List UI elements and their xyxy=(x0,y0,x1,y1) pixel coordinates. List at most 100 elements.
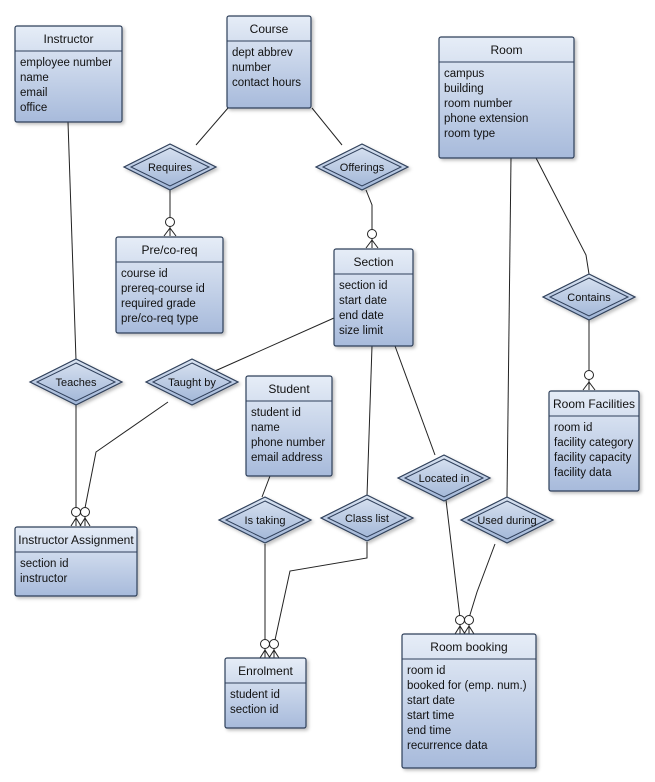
entity-attribute: building xyxy=(444,83,484,95)
entity-attribute: prereq-course id xyxy=(121,283,205,295)
relationship-inner-diamond xyxy=(326,498,408,538)
entity-attribute: dept abbrev xyxy=(232,47,293,59)
relationship-label: Teaches xyxy=(56,377,97,389)
entity-box xyxy=(226,15,312,109)
entity-box xyxy=(14,526,138,597)
entity-title: Student xyxy=(268,382,310,396)
entity-attribute: employee number xyxy=(20,57,112,69)
line-section-locatedin xyxy=(394,345,436,456)
line-course-offerings xyxy=(311,107,343,146)
relationship-label: Class list xyxy=(345,513,389,525)
relationship-label: Taught by xyxy=(168,377,216,389)
line-locatedin-roombooking xyxy=(445,499,461,619)
entity-attribute: section id xyxy=(230,704,279,716)
relationship-inner-diamond xyxy=(35,362,117,402)
entity-box xyxy=(115,236,224,334)
entity-attribute: email xyxy=(20,87,47,99)
line-student-istaking xyxy=(261,475,271,498)
entity-title: Course xyxy=(250,22,289,36)
entity-attribute: phone extension xyxy=(444,113,528,125)
crowfoot-instructor-assignment-taughtby xyxy=(79,507,91,527)
entities: Instructor employee number name email office… xyxy=(14,15,640,769)
relationship-contains[interactable]: Contains xyxy=(541,273,637,321)
entity-attribute: booked for (emp. num.) xyxy=(407,680,527,692)
entity-attribute: recurrence data xyxy=(407,740,488,752)
line-classlist-enrolment xyxy=(274,542,368,641)
line-section-taughtby xyxy=(214,317,335,372)
entity-attribute: room id xyxy=(407,665,445,677)
entity-attribute: campus xyxy=(444,68,485,80)
relationship-label: Requires xyxy=(148,162,193,174)
relationship-label: Contains xyxy=(567,292,611,304)
entity-attribute: email address xyxy=(251,452,323,464)
relationship-taught-by[interactable]: Taught by xyxy=(144,358,240,406)
line-room-contains xyxy=(534,155,590,275)
entity-attribute: section id xyxy=(339,280,388,292)
relationship-outer-diamond xyxy=(396,454,492,502)
entity-attribute: name xyxy=(20,72,49,84)
relationship-is-taking[interactable]: Is taking xyxy=(217,496,313,544)
relationship-requires[interactable]: Requires xyxy=(122,143,218,191)
relationship-teaches[interactable]: Teaches xyxy=(28,358,124,406)
relationship-outer-diamond xyxy=(459,496,555,544)
relationship-inner-diamond xyxy=(129,147,211,187)
line-room-usedduring xyxy=(506,157,512,498)
entity-attribute: start date xyxy=(339,295,387,307)
entity-room-booking[interactable]: Room booking room id booked for (emp. num.… xyxy=(401,633,537,769)
entity-attribute: number xyxy=(232,62,271,74)
entity-title: Instructor Assignment xyxy=(18,533,134,547)
entity-title: Instructor xyxy=(43,32,93,46)
line-offerings-section xyxy=(365,189,373,230)
line-course-requires xyxy=(195,107,229,146)
entity-attribute: pre/co-req type xyxy=(121,313,198,325)
relationship-located-in[interactable]: Located in xyxy=(396,454,492,502)
crowfoot-section xyxy=(365,229,379,249)
relationship-inner-diamond xyxy=(548,277,630,317)
relationship-label: Is taking xyxy=(245,515,286,527)
line-taughtby-instructor-assignment xyxy=(84,401,169,509)
relationship-inner-diamond xyxy=(466,500,548,540)
crowfoot-prereq xyxy=(163,217,177,237)
relationship-inner-diamond xyxy=(151,362,233,402)
relationship-class-list[interactable]: Class list xyxy=(319,494,415,542)
entity-attribute: office xyxy=(20,102,47,114)
relationship-inner-diamond xyxy=(224,500,306,540)
cardinality-markers xyxy=(70,217,596,659)
crowfoot-instructor-assignment-teaches xyxy=(70,507,82,527)
entity-attribute: size limit xyxy=(339,325,384,337)
entity-box xyxy=(401,633,537,769)
relationship-offerings[interactable]: Offerings xyxy=(314,143,410,191)
entity-attribute: end date xyxy=(339,310,384,322)
entity-title: Enrolment xyxy=(238,664,293,678)
entity-title: Room booking xyxy=(430,640,507,654)
relationship-outer-diamond xyxy=(541,273,637,321)
relationship-used-during[interactable]: Used during xyxy=(459,496,555,544)
line-instructor-teaches xyxy=(67,121,77,361)
line-section-classlist xyxy=(366,345,373,497)
entity-title: Pre/co-req xyxy=(141,243,197,257)
entity-attribute: phone number xyxy=(251,437,325,449)
relationship-outer-diamond xyxy=(314,143,410,191)
relationship-outer-diamond xyxy=(319,494,415,542)
entity-attribute: facility data xyxy=(554,467,612,479)
entity-attribute: section id xyxy=(20,558,69,570)
entity-title: Room Facilities xyxy=(553,397,635,411)
entity-attribute: course id xyxy=(121,268,168,280)
entity-title: Room xyxy=(490,43,522,57)
relationship-outer-diamond xyxy=(144,358,240,406)
relationship-label: Offerings xyxy=(340,162,385,174)
crowfoot-roomfacilities xyxy=(582,370,596,391)
connector-lines xyxy=(67,107,590,641)
entity-attribute: end time xyxy=(407,725,451,737)
entity-instructor[interactable]: Instructor employee number name email office xyxy=(14,25,123,123)
crowfoot-enrolment-classlist xyxy=(268,639,280,659)
